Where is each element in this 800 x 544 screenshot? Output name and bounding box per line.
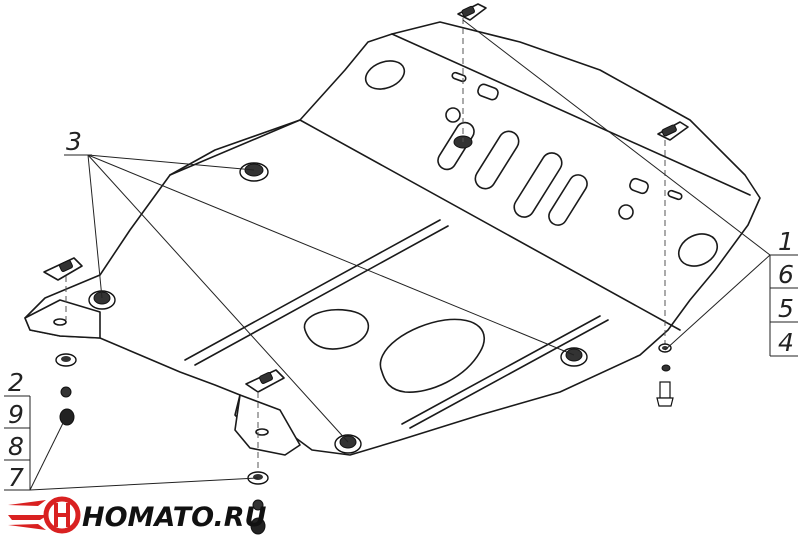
vent-oval-top-left xyxy=(364,60,406,90)
callout-label-5: 5 xyxy=(778,294,794,323)
fastener-stack-right xyxy=(656,343,674,407)
hole-small-2 xyxy=(618,204,634,220)
callout-label-2: 2 xyxy=(8,368,24,397)
brackets xyxy=(43,3,689,393)
callout-label-9: 9 xyxy=(8,400,24,429)
bushing xyxy=(560,347,588,367)
bracket-right xyxy=(657,121,689,141)
vent-slots xyxy=(437,121,588,226)
callout-left-group: 2 9 8 7 xyxy=(4,368,31,492)
rib-right-inner xyxy=(401,315,601,425)
brand-emblem-icon xyxy=(8,496,81,534)
bracket-left xyxy=(43,257,83,281)
brand-name: HOMATO.RU xyxy=(82,502,267,533)
vent-oval-right xyxy=(677,233,719,267)
rib-left-inner xyxy=(194,225,449,366)
callout-label-3: 3 xyxy=(66,127,82,156)
vent-slot xyxy=(513,152,563,218)
flange-hole-left xyxy=(53,318,67,326)
slot-2 xyxy=(477,83,499,101)
slot-4 xyxy=(667,189,683,201)
rib-right xyxy=(409,319,609,429)
bushing xyxy=(334,434,362,454)
fold-line-middle xyxy=(299,119,681,331)
skid-plate xyxy=(24,21,761,456)
slot-3 xyxy=(629,177,649,195)
bracket-front xyxy=(245,369,285,393)
callout-label-4: 4 xyxy=(778,328,794,357)
fastener-stack-left xyxy=(55,353,77,426)
opening-right xyxy=(379,318,486,393)
callout-label-7: 7 xyxy=(8,463,24,492)
slot-1 xyxy=(451,71,467,83)
fold-line-upper xyxy=(391,33,751,196)
plate-outline xyxy=(24,21,761,456)
front-flange xyxy=(234,394,301,456)
vent-slot xyxy=(474,130,520,190)
bracket-top xyxy=(457,3,487,21)
hole-small-1 xyxy=(445,107,461,123)
leader-lines xyxy=(29,19,771,491)
callout-label-6: 6 xyxy=(778,260,794,289)
fold-line-lower xyxy=(169,119,301,176)
callout-label-1: 1 xyxy=(778,227,794,256)
rib-left xyxy=(184,219,441,361)
callout-right-group: 1 6 5 4 xyxy=(769,227,798,357)
bushing xyxy=(239,162,269,182)
callout-label-8: 8 xyxy=(8,432,24,461)
callout-3: 3 xyxy=(64,127,92,156)
vent-slot xyxy=(548,174,588,226)
brand-logo: HOMATO.RU xyxy=(8,496,267,534)
opening-left xyxy=(303,308,370,350)
flange-hole-front xyxy=(255,428,269,436)
